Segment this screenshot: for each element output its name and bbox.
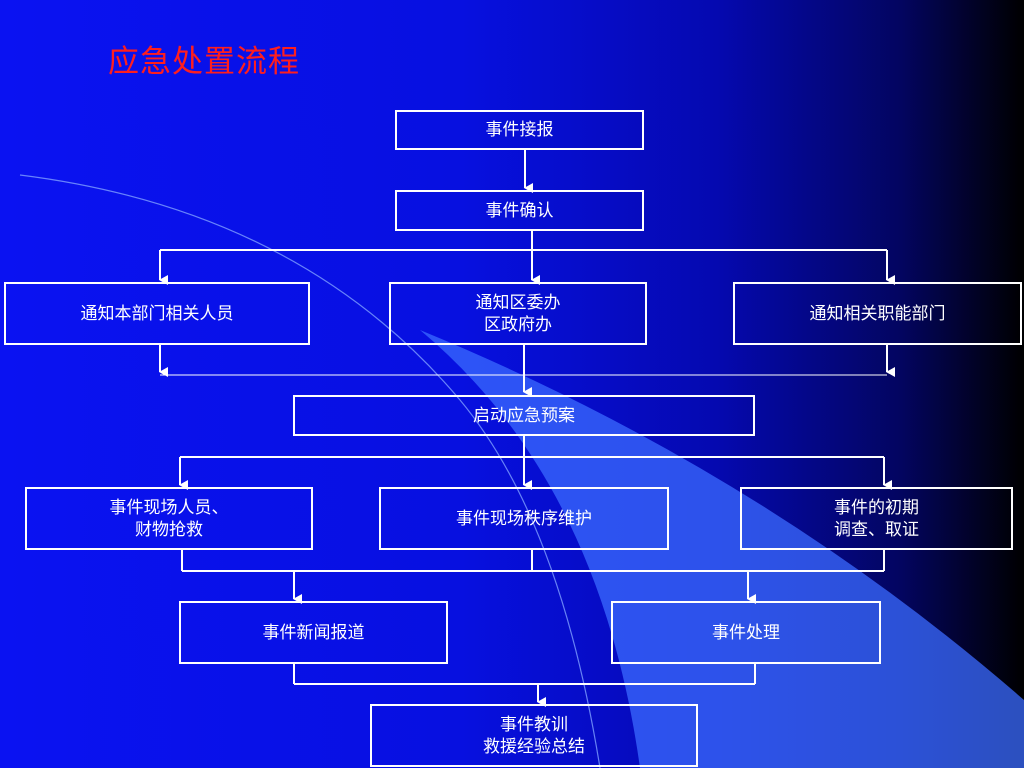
page-title: 应急处置流程: [108, 44, 300, 80]
node-news-report: 事件新闻报道: [179, 601, 448, 664]
node-label: 事件现场秩序维护: [456, 508, 592, 529]
node-label: 通知相关职能部门: [809, 303, 946, 324]
node-label: 启动应急预案: [473, 405, 575, 426]
node-initial-investigation: 事件的初期 调查、取证: [740, 487, 1013, 550]
node-label: 事件新闻报道: [262, 622, 365, 643]
node-lessons-summary: 事件教训 救援经验总结: [370, 704, 698, 767]
node-label: 事件现场人员、 财物抢救: [109, 497, 229, 540]
node-label: 事件确认: [485, 200, 554, 221]
node-event-confirm: 事件确认: [395, 190, 644, 231]
node-onsite-rescue: 事件现场人员、 财物抢救: [25, 487, 313, 550]
node-notify-functional-departments: 通知相关职能部门: [733, 282, 1022, 345]
node-label: 通知本部门相关人员: [80, 303, 234, 324]
node-label: 事件处理: [712, 622, 780, 643]
node-label: 事件教训 救援经验总结: [483, 714, 585, 757]
node-notify-district-office: 通知区委办 区政府办: [389, 282, 647, 345]
node-onsite-order: 事件现场秩序维护: [379, 487, 669, 550]
node-event-handling: 事件处理: [611, 601, 881, 664]
node-label: 事件接报: [485, 120, 554, 140]
node-label: 通知区委办 区政府办: [475, 292, 561, 335]
node-activate-emergency-plan: 启动应急预案: [293, 395, 755, 436]
node-notify-department: 通知本部门相关人员: [4, 282, 310, 345]
node-event-report: 事件接报: [395, 110, 644, 150]
node-label: 事件的初期 调查、取证: [834, 497, 919, 540]
